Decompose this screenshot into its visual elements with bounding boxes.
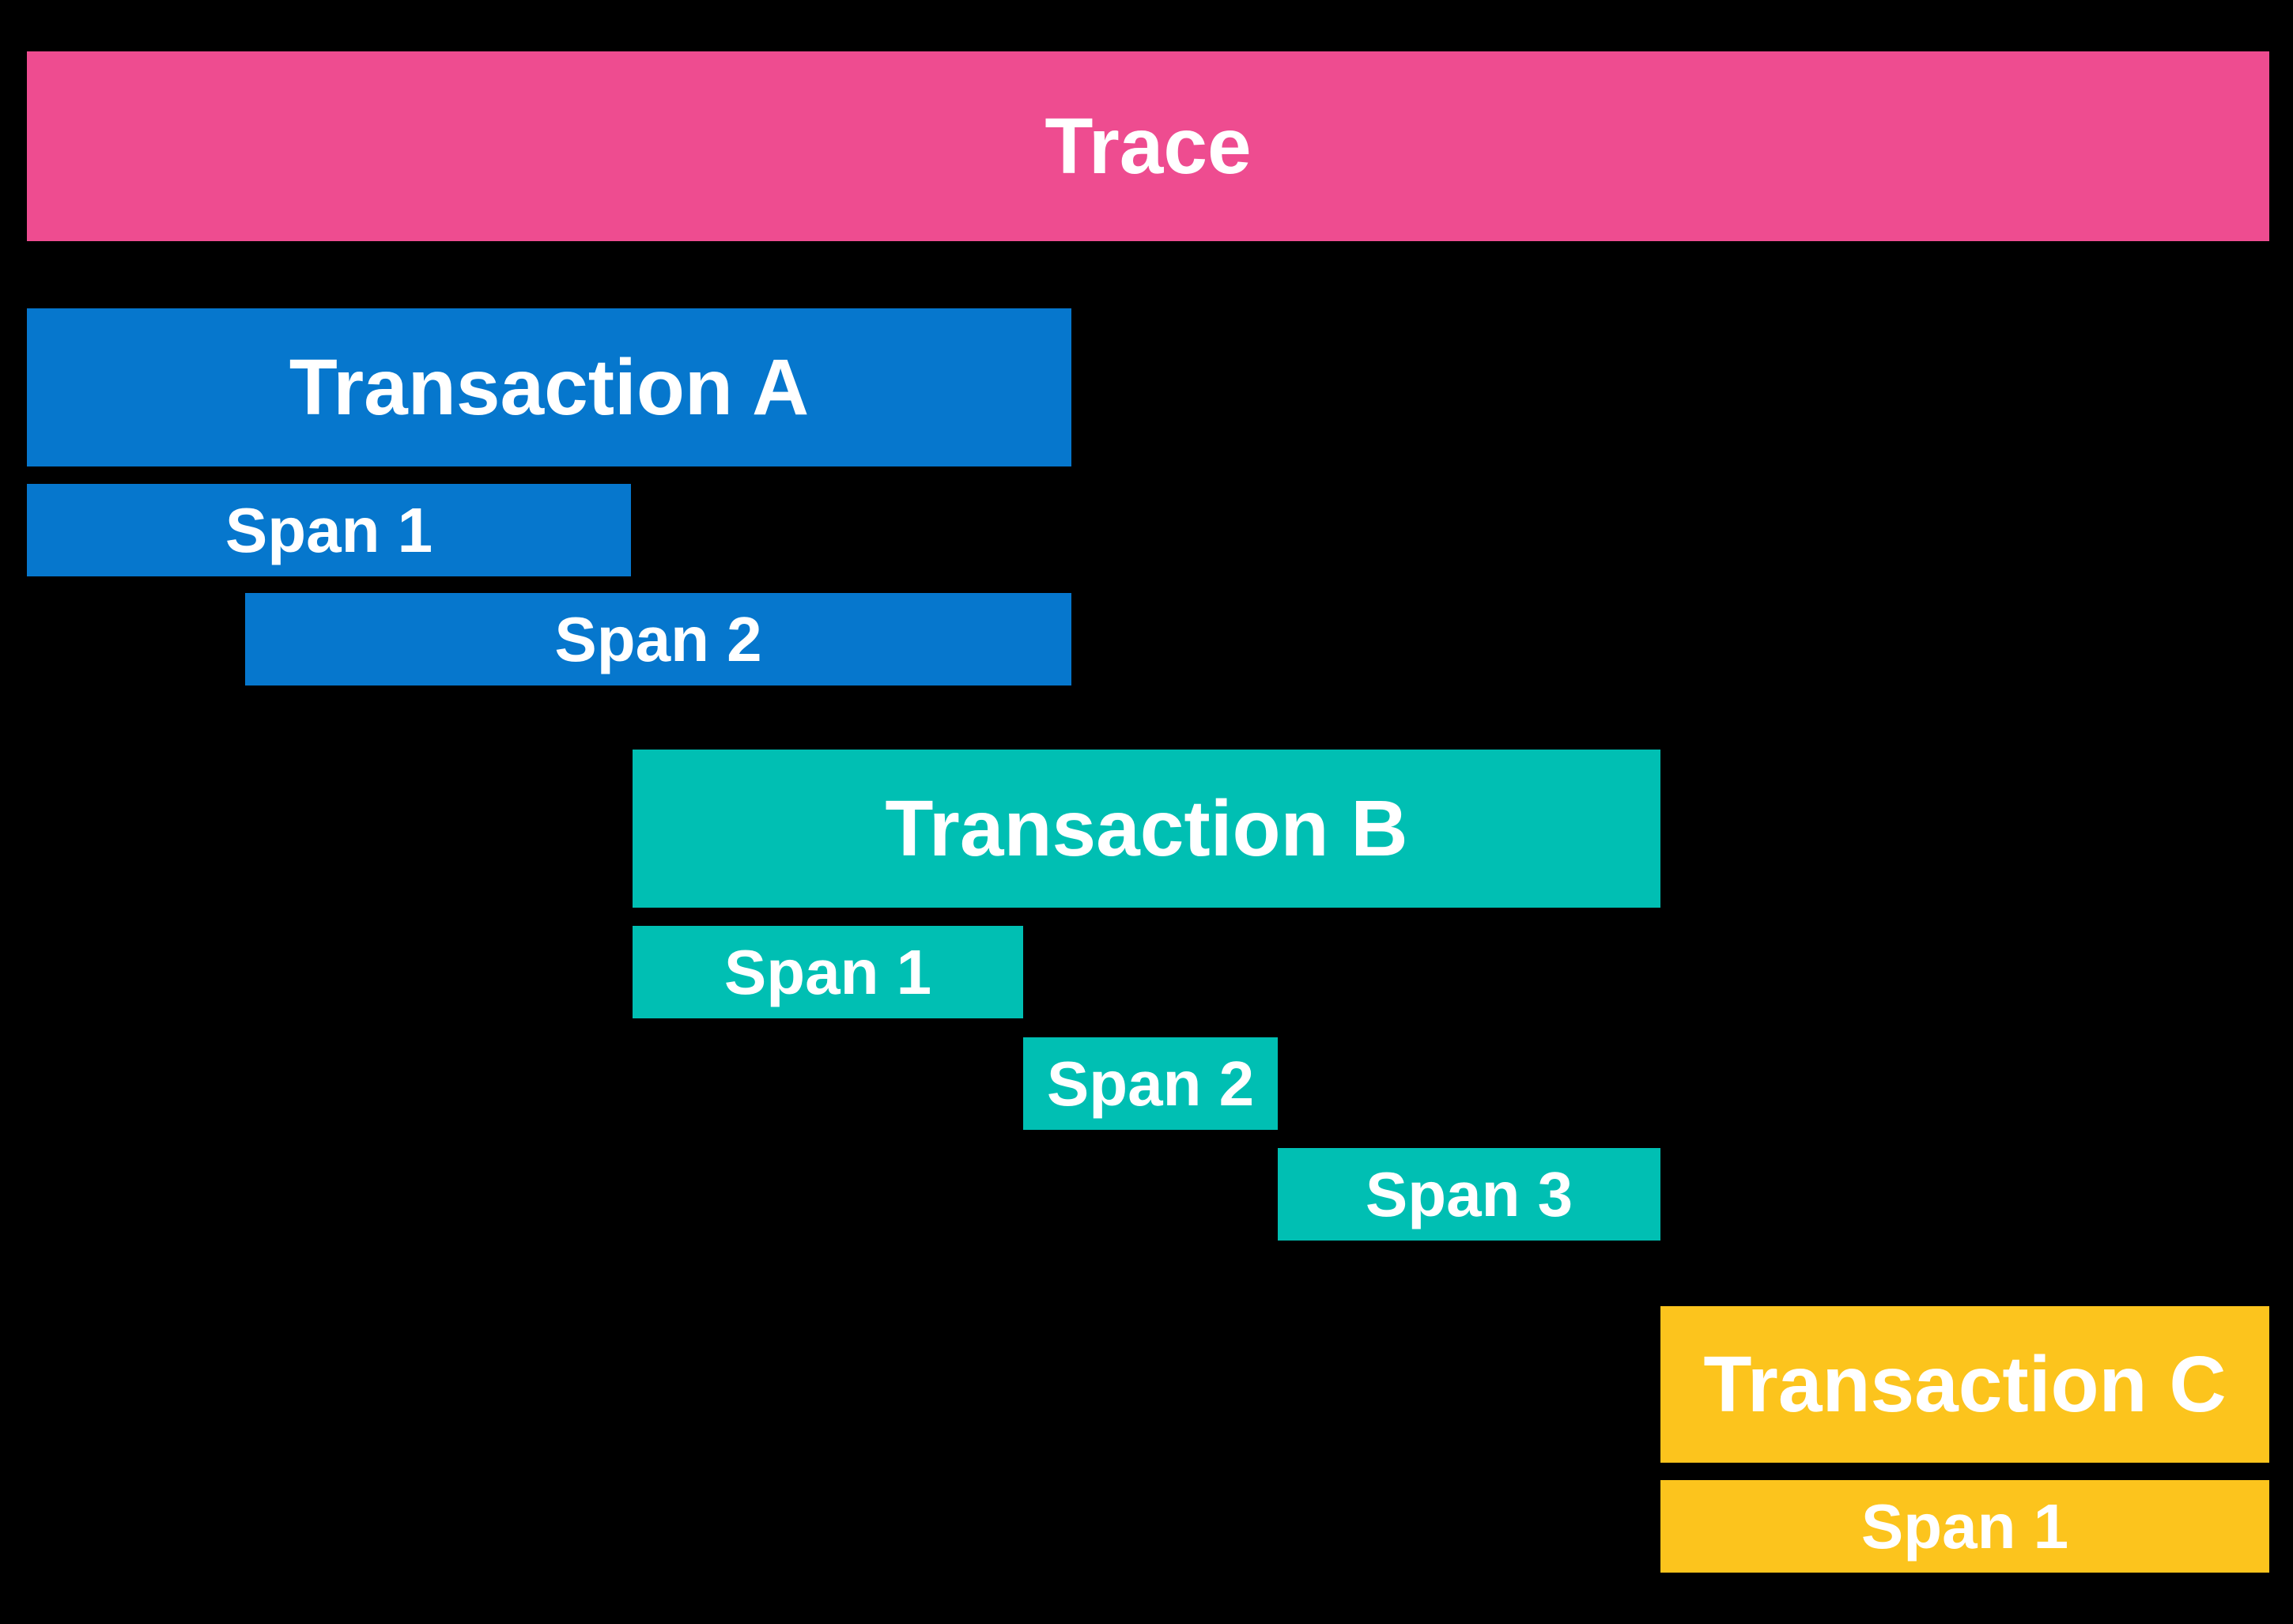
transaction-c-label: Transaction C xyxy=(1703,1340,2227,1429)
transaction-b-label: Transaction B xyxy=(885,784,1408,873)
transaction-a-span-1-bar: Span 1 xyxy=(27,484,631,576)
transaction-b-span-3-bar: Span 3 xyxy=(1278,1148,1660,1241)
transaction-a-span-2-bar: Span 2 xyxy=(245,593,1071,685)
transaction-c-span-1-label: Span 1 xyxy=(1860,1490,2069,1562)
transaction-a-bar: Transaction A xyxy=(27,308,1071,466)
transaction-b-span-3-label: Span 3 xyxy=(1365,1158,1573,1229)
transaction-b-span-1-bar: Span 1 xyxy=(633,926,1023,1018)
transaction-b-span-2-label: Span 2 xyxy=(1046,1048,1255,1119)
trace-bar: Trace xyxy=(27,51,2269,241)
transaction-c-bar: Transaction C xyxy=(1660,1306,2269,1463)
trace-label: Trace xyxy=(1045,102,1252,191)
transaction-b-span-1-label: Span 1 xyxy=(723,936,932,1007)
transaction-a-span-1-label: Span 1 xyxy=(225,494,433,565)
transaction-a-span-2-label: Span 2 xyxy=(554,603,762,674)
transaction-b-span-2-bar: Span 2 xyxy=(1023,1037,1278,1130)
transaction-b-bar: Transaction B xyxy=(633,750,1660,908)
transaction-c-span-1-bar: Span 1 xyxy=(1660,1480,2269,1573)
transaction-a-label: Transaction A xyxy=(289,343,810,432)
